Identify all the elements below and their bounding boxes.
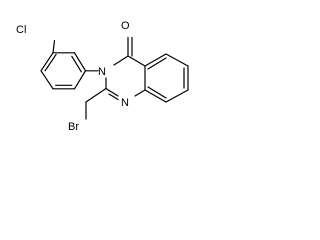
bond [44,53,57,72]
bond [105,87,119,97]
bond [73,70,87,90]
bond [144,89,167,103]
bond [71,55,82,73]
bond [73,52,87,72]
bond [85,87,107,103]
chemical-structure-diagram: Cl N O N Br [16,20,189,133]
bromine-label: Br [68,121,79,133]
bond [134,89,146,97]
pyrimidinone-ring [105,36,146,101]
bond [52,39,56,54]
bond [127,55,146,67]
bond [144,53,167,67]
bond [165,53,189,67]
n3-label: N [98,66,106,78]
bond [40,52,54,72]
chlorophenyl-ring [40,39,87,90]
bond [147,57,167,70]
bromomethyl-group [85,87,107,120]
bond [40,70,54,90]
oxygen-label: O [121,20,130,32]
chlorine-label: Cl [16,24,26,36]
n1-label: N [121,97,129,109]
bond [147,86,167,99]
bond [165,89,189,103]
bond [108,93,119,101]
fused-benzene-ring [144,53,189,103]
bond [113,55,129,66]
